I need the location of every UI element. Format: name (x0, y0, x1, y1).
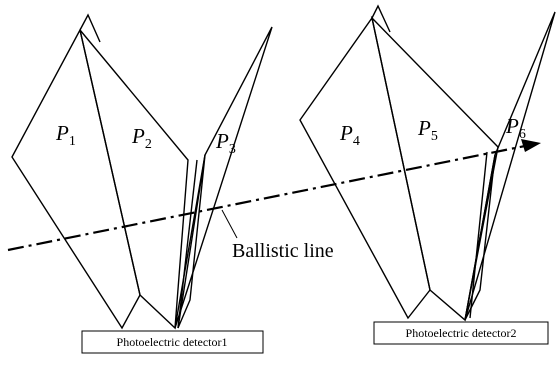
ballistic-arrowhead (521, 139, 541, 152)
light-screen-p6-inner-edge (469, 151, 488, 319)
light-screen-p2 (79, 29, 189, 330)
light-screen-back-edge-left (79, 13, 101, 43)
plane-label-p3: P3 (215, 129, 236, 157)
photoelectric-detector2-box (373, 321, 549, 345)
plane-label-p6: P6 (505, 114, 526, 142)
light-screen-p1 (11, 28, 141, 330)
ballistic-line (7, 144, 526, 252)
plane-label-p2: P2 (131, 124, 152, 152)
light-screen-p3-inner-edge (177, 159, 198, 329)
plane-label-p4: P4 (339, 121, 360, 149)
plane-label-p5: P5 (417, 116, 438, 144)
light-screen-p3-front (177, 154, 206, 329)
plane-label-p1: P1 (55, 121, 76, 149)
ballistic-label-leader (221, 209, 238, 239)
photoelectric-detector2-label: Photoelectric detector2 (406, 326, 517, 340)
photoelectric-detector1-box (81, 330, 264, 354)
ballistic-line-label: Ballistic line (232, 240, 334, 262)
photoelectric-detector1-label: Photoelectric detector1 (117, 335, 228, 349)
light-screen-p6-back (464, 11, 556, 321)
light-screen-p3-back (174, 26, 273, 329)
light-screen-back-edge-right (371, 4, 391, 33)
light-screen-p5 (370, 15, 499, 322)
